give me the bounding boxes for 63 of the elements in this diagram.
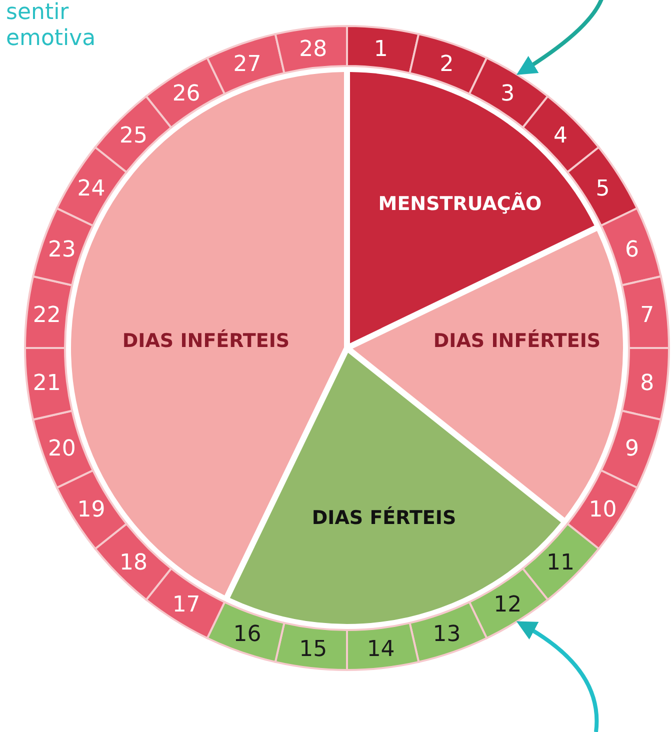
day-segment xyxy=(346,25,420,74)
day-number: 26 xyxy=(172,81,200,106)
day-segment xyxy=(206,33,286,95)
day-segment xyxy=(468,56,549,129)
day-segment xyxy=(94,522,172,601)
day-segment xyxy=(24,347,74,421)
day-number: 17 xyxy=(172,592,200,618)
day-segment xyxy=(566,146,638,227)
arrow xyxy=(516,621,599,732)
day-number: 27 xyxy=(233,52,262,77)
day-segment xyxy=(346,622,420,671)
day-number: 5 xyxy=(596,176,610,202)
day-segment xyxy=(56,146,128,227)
day-number: 8 xyxy=(640,370,654,396)
day-number: 28 xyxy=(299,36,328,62)
arrow xyxy=(516,0,604,75)
day-segment xyxy=(620,347,670,421)
day-segment xyxy=(522,95,600,174)
annotation-text: sentir emotiva xyxy=(6,0,97,52)
day-number: 18 xyxy=(119,550,148,576)
day-number: 21 xyxy=(32,370,61,396)
day-number: 16 xyxy=(233,622,262,648)
day-number: 7 xyxy=(640,303,654,328)
day-number: 11 xyxy=(546,550,575,576)
day-number: 14 xyxy=(366,637,395,662)
day-number: 4 xyxy=(554,123,568,148)
day-number: 25 xyxy=(119,123,148,148)
day-segment xyxy=(32,410,94,489)
day-number: 1 xyxy=(374,36,388,62)
day-segment xyxy=(145,567,226,640)
day-number: 23 xyxy=(48,237,76,262)
day-number: 9 xyxy=(625,436,640,462)
day-number: 12 xyxy=(494,592,522,618)
phase-label: DIAS INFÉRTEIS xyxy=(433,330,601,352)
day-segment xyxy=(408,601,488,663)
day-segment xyxy=(566,469,638,550)
day-segment xyxy=(408,33,488,95)
day-number: 3 xyxy=(500,81,515,106)
day-segment xyxy=(620,275,670,349)
day-number: 10 xyxy=(588,498,617,523)
day-number: 13 xyxy=(432,622,461,648)
day-segment xyxy=(24,275,74,349)
day-segment xyxy=(56,469,128,550)
phase-label: DIAS INFÉRTEIS xyxy=(122,330,290,352)
day-segment xyxy=(522,522,600,601)
day-segment xyxy=(468,567,549,640)
day-number: 15 xyxy=(299,637,328,662)
day-segment xyxy=(145,56,226,129)
phase-label: MENSTRUAÇÃO xyxy=(378,193,542,215)
day-number: 24 xyxy=(77,176,106,202)
day-number: 19 xyxy=(77,498,106,523)
day-number: 2 xyxy=(440,52,454,77)
day-segment xyxy=(274,25,348,74)
day-number: 6 xyxy=(625,237,640,262)
day-number: 20 xyxy=(48,436,76,462)
day-segment xyxy=(206,601,286,663)
day-segment xyxy=(274,622,348,671)
phase-label: DIAS FÉRTEIS xyxy=(312,507,456,529)
day-segment xyxy=(32,207,94,286)
day-number: 22 xyxy=(32,303,61,328)
day-segment xyxy=(600,410,662,489)
day-segment xyxy=(600,207,662,286)
day-segment xyxy=(94,95,172,174)
